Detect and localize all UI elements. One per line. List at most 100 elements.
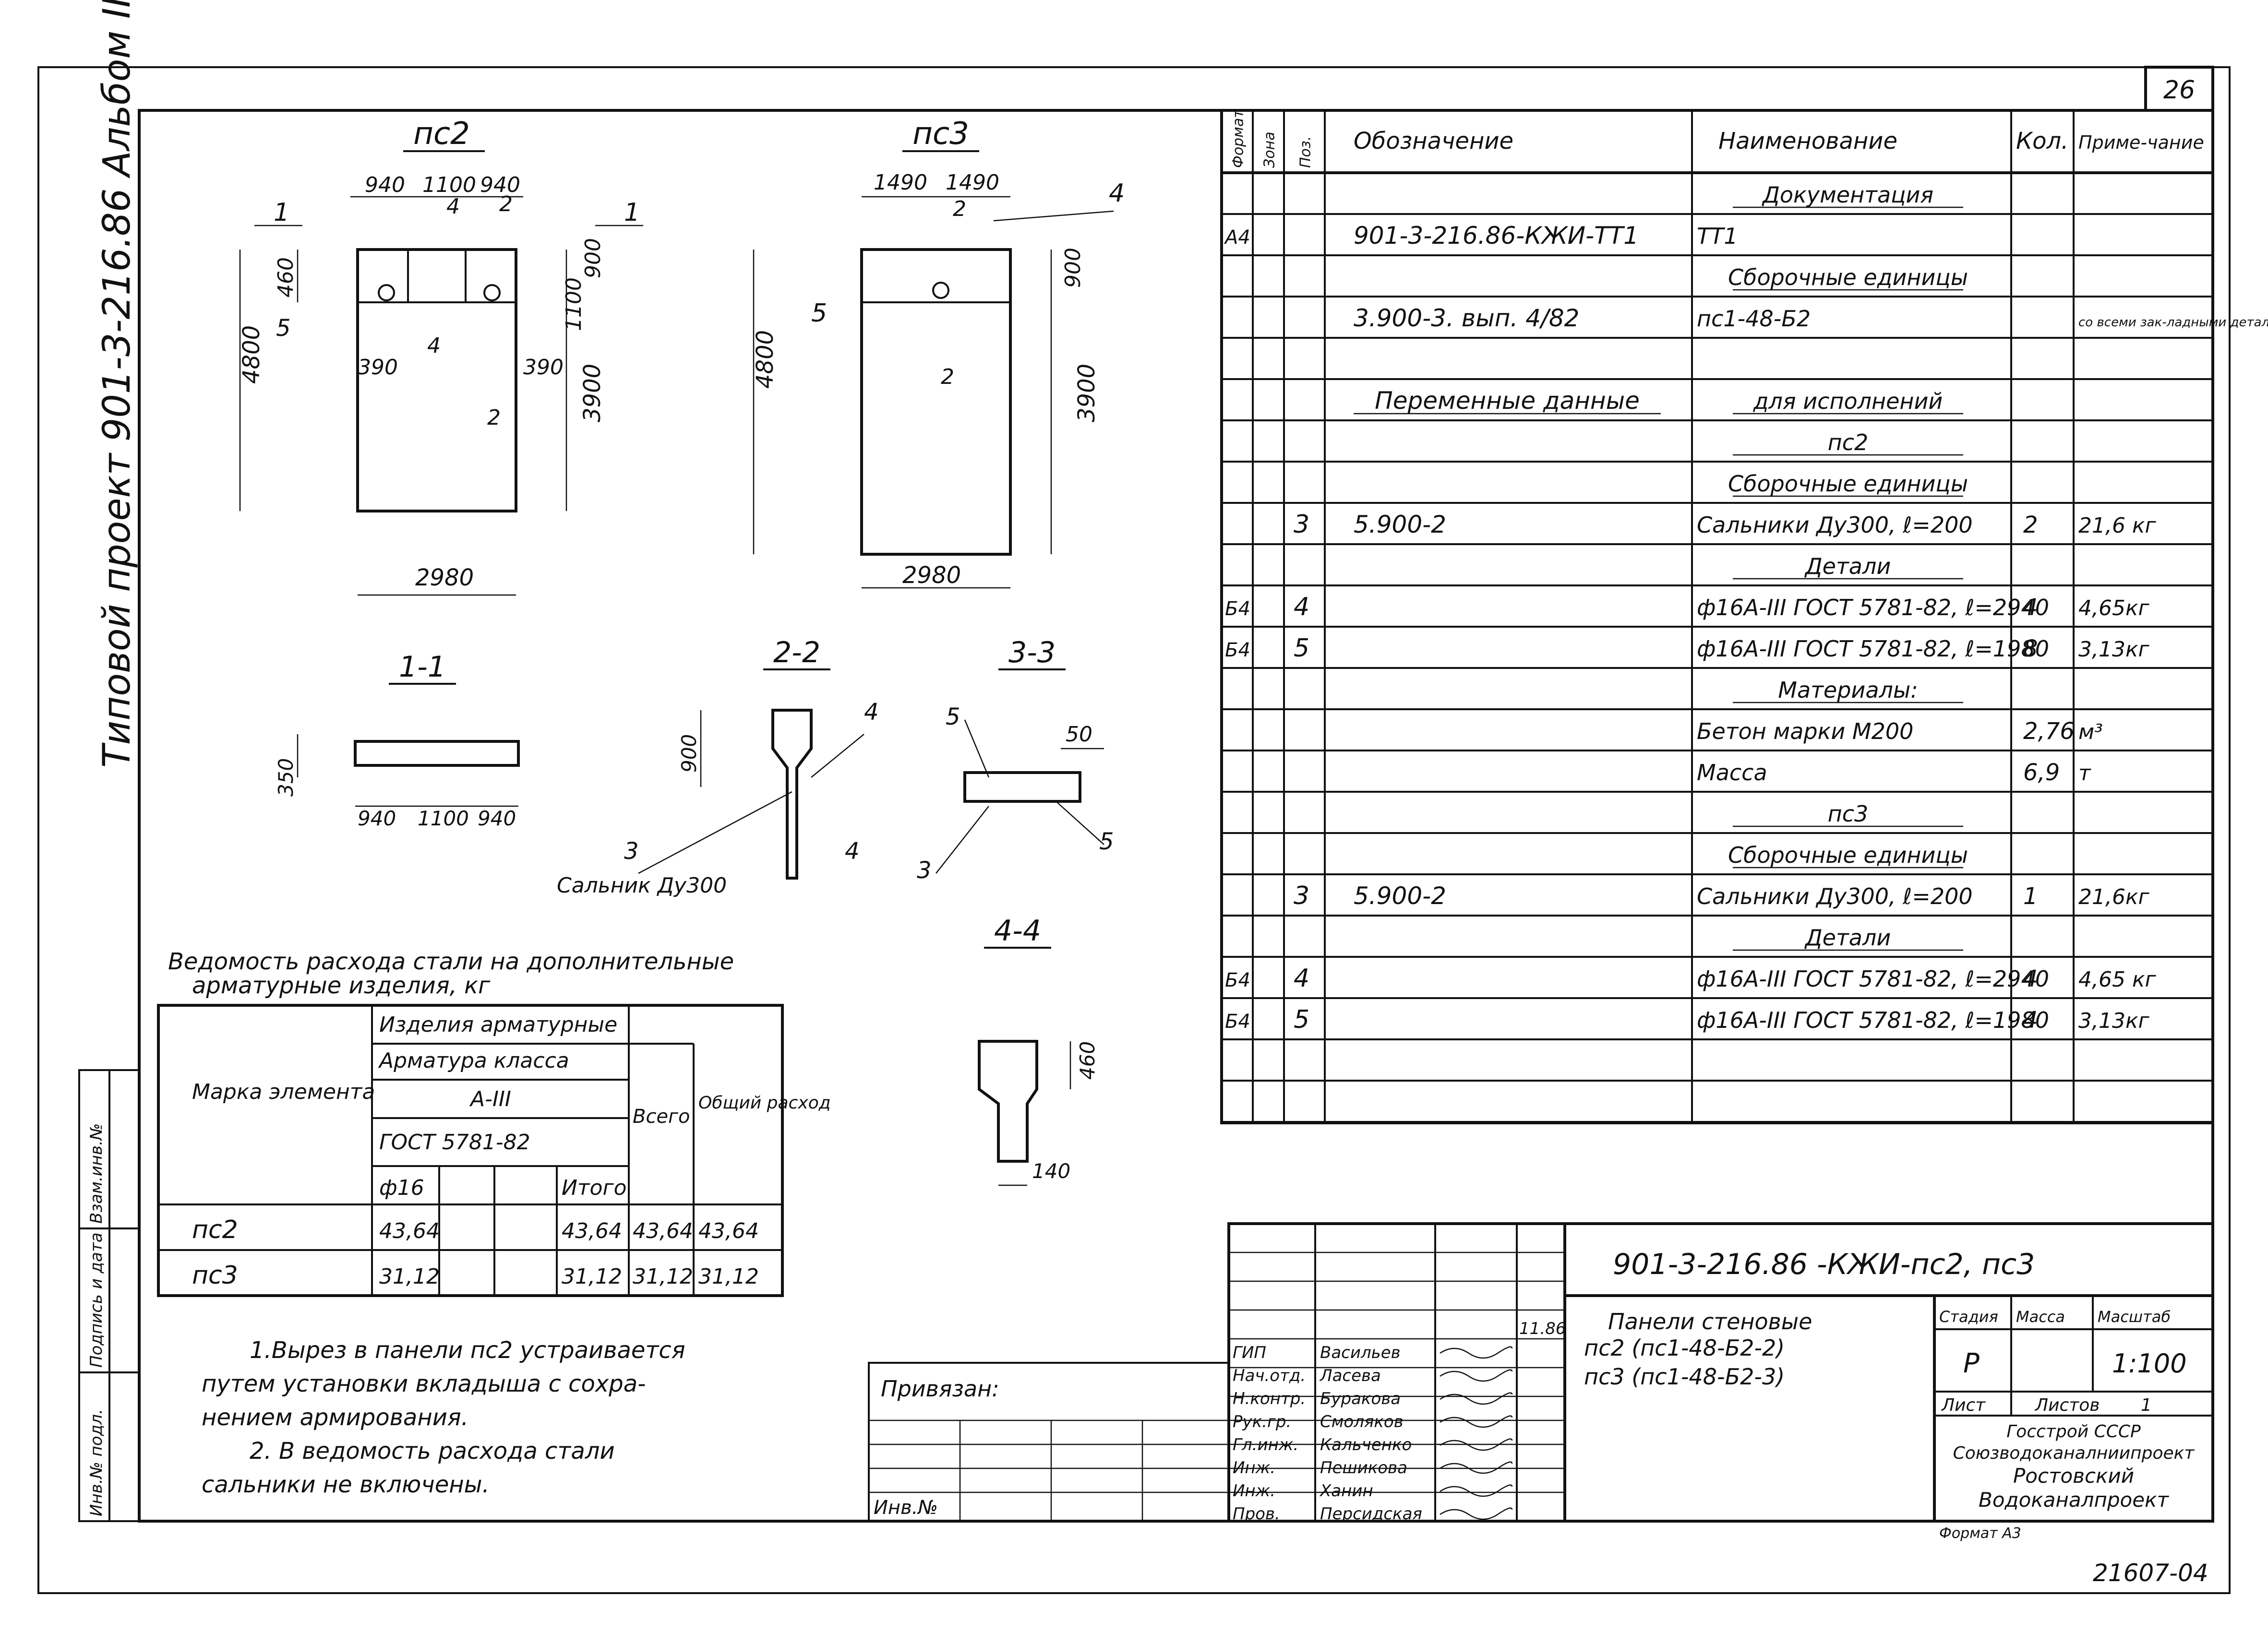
sec22-mark-3: 3 xyxy=(624,838,639,865)
steel-row-mark: пс2 xyxy=(192,1215,238,1244)
section-1-1: 1-1 350 940 1100 940 xyxy=(274,650,520,830)
ps2-dim-top-left: 940 xyxy=(365,173,405,197)
signer-role: Нач.отд. xyxy=(1233,1366,1306,1385)
ps2-dim-460: 460 xyxy=(274,257,298,298)
ps2-mark-5: 5 xyxy=(276,315,291,342)
spec-cell-p: 3 xyxy=(1294,882,1309,910)
steel-row-itogo: 43,64 xyxy=(562,1219,622,1243)
spec-cell-q: 1 xyxy=(2023,883,2038,910)
signer-row: Пров.Персидская xyxy=(1233,1504,1513,1524)
spec-row: Детали xyxy=(1733,553,1963,580)
view-ps3: пс3 1490 1490 4800 900 3900 2980 4 2 2 5 xyxy=(752,116,1125,589)
note-line-5: сальники не включены. xyxy=(202,1471,490,1498)
ps2-dim-top-right: 940 xyxy=(480,173,520,197)
signature-scribble xyxy=(1440,1392,1513,1405)
spec-cell-n: ф16А-III ГОСТ 5781-82, ℓ=1980 xyxy=(1697,1007,2049,1033)
spec-cell-r: 3,13кг xyxy=(2078,637,2150,662)
spec-cell-f: А4 xyxy=(1224,226,1250,249)
notes: 1.Вырез в панели пс2 устраивается путем … xyxy=(202,1337,685,1498)
spec-cell-d: 5.900-2 xyxy=(1354,511,1446,538)
album-title: Типовой проект 901-3-216.86 Альбом III xyxy=(96,0,139,768)
scale-label: Масштаб xyxy=(2098,1308,2171,1326)
spec-cell-d: 3.900-3. вып. 4/82 xyxy=(1354,304,1579,332)
spec-cell-n: Масса xyxy=(1697,760,1767,786)
signature-scribble xyxy=(1440,1415,1513,1428)
spec-row: Детали xyxy=(1733,925,1963,951)
view-ps2: пс2 940 1100 940 4800 460 390 390 900 11… xyxy=(238,116,643,596)
spec-cell-q: 4 xyxy=(2023,1007,2038,1034)
spec-cell-r: 3,13кг xyxy=(2078,1009,2150,1033)
steel-h-total: Общий расход xyxy=(698,1093,831,1113)
spec-cell-n: ф16А-III ГОСТ 5781-82, ℓ=2940 xyxy=(1697,595,2049,620)
doc-name-3: пс3 (пс1-48-Б2-3) xyxy=(1584,1364,1785,1390)
sec11-dim-350: 350 xyxy=(274,758,298,797)
sec22-dim-900: 900 xyxy=(677,734,701,773)
signer-name: Ханин xyxy=(1319,1481,1373,1501)
spec-cell-n: Сальники Ду300, ℓ=200 xyxy=(1697,883,1973,909)
spec-header-4: Наименование xyxy=(1718,128,1897,155)
section-4-4: 4-4 460 140 xyxy=(978,914,1099,1186)
signer-row: Инж. Ханин xyxy=(1233,1481,1513,1501)
date-value: 11.86 xyxy=(1519,1319,1566,1338)
signer-role: ГИП xyxy=(1233,1343,1266,1362)
signature-scribble xyxy=(1440,1484,1513,1497)
ps3-mark-2-bottom: 2 xyxy=(941,365,954,389)
spec-cell-n: пс2 xyxy=(1828,429,1869,455)
sheet-number: 26 xyxy=(2163,76,2195,105)
steel-row: пс3 31,12 31,12 31,12 31,12 xyxy=(192,1261,759,1290)
sec33-mark-5-bottom: 5 xyxy=(1099,828,1114,855)
sec44-dim-460: 460 xyxy=(1076,1041,1099,1080)
title-block: Привязан: Инв.№ 901-3-216.86 -КЖИ-пс2, п… xyxy=(868,1222,2214,1542)
spec-header-2: Поз. xyxy=(1297,136,1314,168)
ps2-cut-mark-left: 1 xyxy=(274,198,289,227)
ps3-dim-900: 900 xyxy=(1061,248,1085,288)
signer-row: Рук.гр.Смоляков xyxy=(1233,1412,1513,1431)
format-label: Формат А3 xyxy=(1939,1525,2021,1542)
sheets-value: 1 xyxy=(2141,1395,2152,1415)
spec-header-3: Обозначение xyxy=(1354,128,1513,155)
spec-header-1: Зона xyxy=(1261,131,1278,168)
spec-cell-r: 4,65кг xyxy=(2078,596,2150,620)
ps2-dim-3900: 3900 xyxy=(579,364,606,422)
spec-header-6: Приме-чание xyxy=(2078,132,2204,153)
signer-row: Гл.инж.Кальченко xyxy=(1233,1435,1513,1454)
signer-name: Пешикова xyxy=(1320,1458,1407,1477)
sec11-dim-940-right: 940 xyxy=(478,807,516,830)
spec-cell-n: Детали xyxy=(1804,553,1891,579)
ps2-dim-390-left: 390 xyxy=(358,355,398,380)
signer-role: Инж. xyxy=(1233,1458,1275,1477)
signer-role: Инж. xyxy=(1233,1481,1275,1501)
sec44-dim-140: 140 xyxy=(1032,1159,1070,1183)
spec-cell-p: 5 xyxy=(1294,634,1309,663)
outer-border xyxy=(37,66,2231,1594)
note-line-3: нением армирования. xyxy=(202,1404,468,1431)
spec-cell-r: 21,6 кг xyxy=(2078,513,2157,538)
spec-cell-r: со всеми зак-ладными деталями xyxy=(2078,315,2268,330)
signer-name: Смоляков xyxy=(1320,1412,1404,1431)
spec-cell-f: Б4 xyxy=(1225,639,1250,661)
steel-row-mark: пс3 xyxy=(192,1261,238,1290)
steel-row-itogo: 31,12 xyxy=(562,1264,622,1289)
spec-row: пс2 xyxy=(1733,429,1963,456)
steel-row-total: 31,12 xyxy=(698,1264,759,1289)
steel-h-mark: Марка элемента xyxy=(192,1080,375,1104)
doc-code: 901-3-216.86 -КЖИ-пс2, пс3 xyxy=(1613,1248,2035,1281)
ps2-dim-1100: 1100 xyxy=(562,277,586,331)
note-line-4: 2. В ведомость расхода стали xyxy=(250,1438,615,1465)
spec-cell-n: Детали xyxy=(1804,925,1891,951)
steel-row-vsego: 43,64 xyxy=(633,1219,693,1243)
sheet-label: Лист xyxy=(1941,1395,1986,1415)
spec-cell-n: пс1-48-Б2 xyxy=(1697,306,1811,332)
ps2-mark-4-top: 4 xyxy=(446,194,460,219)
sec33-dim-50: 50 xyxy=(1066,722,1092,747)
sec22-title: 2-2 xyxy=(773,636,820,669)
ps2-mark-2-bottom: 2 xyxy=(487,405,501,430)
sec22-mark-4-bottom: 4 xyxy=(845,838,860,865)
signer-name: Кальченко xyxy=(1320,1435,1412,1454)
